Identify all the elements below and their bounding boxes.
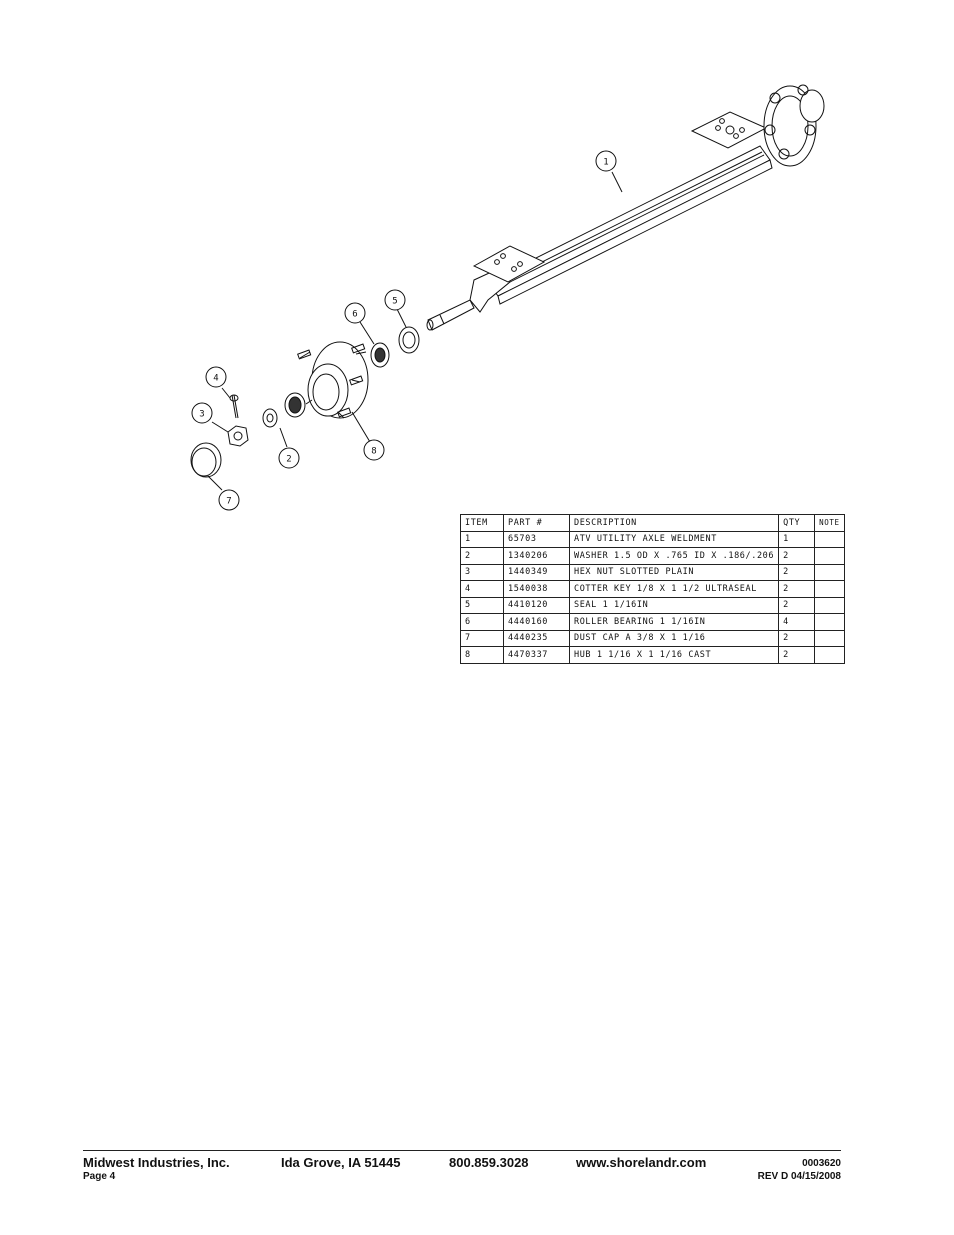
table-row: 8 4470337 HUB 1 1/16 X 1 1/16 CAST 2 [460, 646, 845, 664]
footer-divider [83, 1150, 841, 1151]
cell-qty: 2 [778, 547, 816, 565]
cell-part: 4410120 [503, 596, 570, 614]
table-row: 7 4440235 DUST CAP A 3/8 X 1 1/16 2 [460, 629, 845, 647]
table-row: 3 1440349 HEX NUT SLOTTED PLAIN 2 [460, 563, 845, 581]
roller-bearing [370, 342, 390, 368]
cell-note [814, 547, 845, 565]
cotter-key [229, 394, 239, 419]
cell-item: 8 [460, 646, 504, 664]
footer-page-number: Page 4 [83, 1171, 116, 1182]
cell-part: 4440235 [503, 629, 570, 647]
svg-text:1: 1 [603, 158, 608, 168]
hex-nut [227, 425, 249, 447]
cell-part: 4440160 [503, 613, 570, 631]
cell-description: DUST CAP A 3/8 X 1 1/16 [568, 629, 780, 647]
cell-qty: 1 [778, 530, 816, 548]
item-balloons: 1 5 6 4 3 2 8 7 [191, 150, 617, 511]
balloon-7: 7 [218, 489, 240, 511]
header-item: ITEM [460, 514, 504, 532]
balloon-5: 5 [384, 289, 406, 311]
leader-lines [207, 171, 623, 491]
balloon-4: 4 [205, 366, 227, 388]
cell-note [814, 596, 845, 614]
table-header-row: ITEM PART # DESCRIPTION QTY NOTE [460, 514, 845, 532]
footer-company: Midwest Industries, Inc. [83, 1155, 230, 1170]
cell-description: ROLLER BEARING 1 1/16IN [568, 613, 780, 631]
balloon-2: 2 [278, 447, 300, 469]
svg-text:5: 5 [392, 297, 397, 307]
cell-item: 2 [460, 547, 504, 565]
cell-item: 4 [460, 580, 504, 598]
cell-qty: 2 [778, 563, 816, 581]
cell-qty: 2 [778, 646, 816, 664]
cell-note [814, 629, 845, 647]
cell-qty: 2 [778, 596, 816, 614]
cell-description: HUB 1 1/16 X 1 1/16 CAST [568, 646, 780, 664]
cell-description: ATV UTILITY AXLE WELDMENT [568, 530, 780, 548]
table-row: 5 4410120 SEAL 1 1/16IN 2 [460, 596, 845, 614]
cell-part: 1540038 [503, 580, 570, 598]
svg-text:4: 4 [213, 374, 218, 384]
header-description: DESCRIPTION [568, 514, 780, 532]
cell-part: 1440349 [503, 563, 570, 581]
cell-part: 65703 [503, 530, 570, 548]
cell-item: 6 [460, 613, 504, 631]
cell-description: COTTER KEY 1/8 X 1 1/2 ULTRASEAL [568, 580, 780, 598]
cell-part: 1340206 [503, 547, 570, 565]
parts-list-table: ITEM PART # DESCRIPTION QTY NOTE 1 65703… [460, 514, 845, 664]
exploded-axle-drawing: 1 5 6 4 3 2 8 7 [190, 84, 825, 511]
outer-bearing [284, 392, 306, 418]
cell-item: 3 [460, 563, 504, 581]
cell-description: WASHER 1.5 OD X .765 ID X .186/.206 [568, 547, 780, 565]
dust-cap [190, 442, 222, 478]
header-qty: QTY [778, 514, 816, 532]
cell-note [814, 580, 845, 598]
cell-description: SEAL 1 1/16IN [568, 596, 780, 614]
cell-note [814, 563, 845, 581]
table-row: 1 65703 ATV UTILITY AXLE WELDMENT 1 [460, 530, 845, 548]
cell-qty: 2 [778, 580, 816, 598]
cell-item: 1 [460, 530, 504, 548]
footer-doc-number: 0003620 [802, 1158, 841, 1169]
cell-note [814, 646, 845, 664]
balloon-1: 1 [595, 150, 617, 172]
table-row: 4 1540038 COTTER KEY 1/8 X 1 1/2 ULTRASE… [460, 580, 845, 598]
hub [297, 341, 369, 419]
cell-item: 5 [460, 596, 504, 614]
svg-text:2: 2 [286, 455, 291, 465]
cell-qty: 4 [778, 613, 816, 631]
balloon-3: 3 [191, 402, 213, 424]
cell-note [814, 613, 845, 631]
svg-text:8: 8 [371, 447, 376, 457]
axle-weldment [426, 84, 825, 331]
cell-part: 4470337 [503, 646, 570, 664]
footer-revision: REV D 04/15/2008 [757, 1171, 841, 1182]
cell-description: HEX NUT SLOTTED PLAIN [568, 563, 780, 581]
seal [398, 326, 420, 354]
washer [262, 408, 278, 428]
header-note: NOTE [814, 514, 845, 532]
table-row: 6 4440160 ROLLER BEARING 1 1/16IN 4 [460, 613, 845, 631]
cell-qty: 2 [778, 629, 816, 647]
svg-text:6: 6 [352, 310, 357, 320]
svg-text:3: 3 [199, 410, 204, 420]
table-row: 2 1340206 WASHER 1.5 OD X .765 ID X .186… [460, 547, 845, 565]
cell-note [814, 530, 845, 548]
balloon-8: 8 [363, 439, 385, 461]
svg-text:7: 7 [226, 497, 231, 507]
footer-website: www.shorelandr.com [576, 1155, 707, 1170]
cell-item: 7 [460, 629, 504, 647]
header-part-number: PART # [503, 514, 570, 532]
footer-phone: 800.859.3028 [449, 1155, 529, 1170]
balloon-6: 6 [344, 302, 366, 324]
footer-location: Ida Grove, IA 51445 [281, 1155, 401, 1170]
